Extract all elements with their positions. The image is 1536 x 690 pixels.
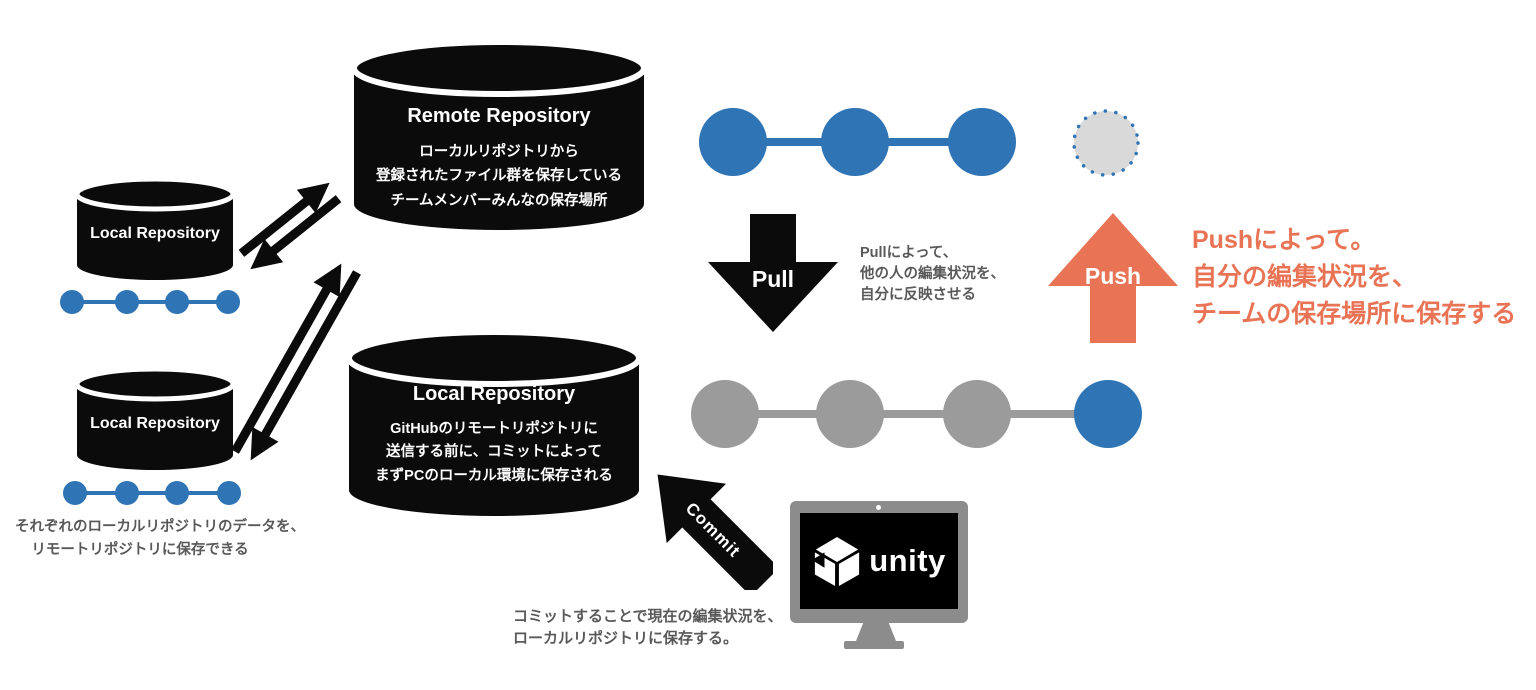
push-caption-line2: 自分の編集状況を、 bbox=[1192, 263, 1418, 291]
cylinder-shape bbox=[75, 367, 235, 470]
cylinder-shape bbox=[346, 330, 642, 516]
push-caption-line1: Pushによって。 bbox=[1192, 226, 1376, 254]
commit-node bbox=[699, 108, 767, 176]
local-repository-main-line3: まずPCのローカル環境に保存される bbox=[375, 468, 613, 484]
monitor-stand-neck bbox=[856, 623, 896, 641]
commit-chain-local-bottom bbox=[63, 481, 241, 505]
commit-arrow: Commit bbox=[657, 474, 773, 590]
commit-chain-local-top bbox=[60, 290, 240, 314]
commit-node bbox=[691, 380, 759, 448]
local-repository-main-title: Local Repository bbox=[412, 383, 576, 405]
push-arrow: Push bbox=[1048, 213, 1178, 343]
commit-node bbox=[115, 290, 139, 314]
push-arrow-label: Push bbox=[1084, 263, 1142, 289]
pull-caption-line1: Pullによって、 bbox=[860, 245, 958, 261]
commit-node bbox=[217, 481, 241, 505]
left-caption: それぞれのローカルリポジトリのデータを、 リモートリポジトリに保存できる bbox=[15, 516, 305, 562]
remote-repository-title: Remote Repository bbox=[407, 105, 591, 127]
unity-cube-icon bbox=[812, 536, 860, 586]
commit-node bbox=[115, 481, 139, 505]
local-repository-bottom-cylinder: Local Repository bbox=[75, 367, 235, 474]
commit-node bbox=[816, 380, 884, 448]
local-repository-top-title: Local Repository bbox=[90, 225, 220, 242]
commit-node bbox=[60, 290, 84, 314]
local-repository-top-cylinder: Local Repository bbox=[75, 177, 235, 284]
pull-arrow: Pull bbox=[708, 214, 838, 332]
monitor-stand-base bbox=[844, 641, 904, 649]
monitor-screen: unity bbox=[800, 513, 958, 609]
left-caption-line2: リモートリポジトリに保存できる bbox=[31, 542, 249, 558]
commit-caption-line2: ローカルリポジトリに保存する。 bbox=[513, 630, 739, 647]
commit-chain-working bbox=[691, 380, 1142, 448]
commit-node bbox=[63, 481, 87, 505]
pull-caption-line3: 自分に反映させる bbox=[860, 287, 976, 303]
local-repository-main-line2: 送信する前に、コミットによって bbox=[386, 444, 602, 460]
down-arrow-icon bbox=[708, 214, 838, 332]
pull-caption: Pullによって、 他の人の編集状況を、 自分に反映させる bbox=[860, 243, 1040, 306]
monitor-camera-dot bbox=[876, 505, 881, 510]
remote-repository-line1: ローカルリポジトリから bbox=[419, 144, 579, 160]
commit-node-latest bbox=[1074, 380, 1142, 448]
unity-wordmark: unity bbox=[869, 543, 946, 578]
push-caption: Pushによって。 自分の編集状況を、 チームの保存場所に保存する bbox=[1192, 222, 1536, 333]
left-caption-line1: それぞれのローカルリポジトリのデータを、 bbox=[15, 519, 305, 535]
commit-node bbox=[165, 290, 189, 314]
remote-repository-line3: チームメンバーみんなの保存場所 bbox=[390, 193, 608, 209]
remote-repository-cylinder: Remote Repository ローカルリポジトリから 登録されたファイル群… bbox=[350, 38, 648, 238]
commit-node bbox=[948, 108, 1016, 176]
commit-chain-remote bbox=[699, 108, 1016, 176]
local-repository-main-line1: GitHubのリモートリポジトリに bbox=[390, 421, 598, 437]
commit-node bbox=[216, 290, 240, 314]
commit-caption: コミットすることで現在の編集状況を、 ローカルリポジトリに保存する。 bbox=[513, 606, 793, 650]
cylinder-shape bbox=[75, 177, 235, 280]
pull-caption-line2: 他の人の編集状況を、 bbox=[860, 266, 1005, 282]
commit-node bbox=[821, 108, 889, 176]
local-repository-main-cylinder: Local Repository GitHubのリモートリポジトリに 送信する前… bbox=[345, 330, 643, 522]
unity-monitor: unity bbox=[790, 501, 968, 651]
commit-caption-line1: コミットすることで現在の編集状況を、 bbox=[513, 608, 783, 625]
local-repository-bottom-title: Local Repository bbox=[90, 415, 220, 432]
commit-node bbox=[165, 481, 189, 505]
push-caption-line3: チームの保存場所に保存する bbox=[1192, 300, 1517, 328]
pending-commit-node bbox=[1072, 109, 1140, 177]
commit-node bbox=[943, 380, 1011, 448]
sync-arrow-top bbox=[238, 182, 342, 270]
remote-repository-line2: 登録されたファイル群を保存している bbox=[375, 168, 623, 184]
sync-arrow-bottom bbox=[231, 263, 361, 461]
pull-arrow-label: Pull bbox=[751, 266, 795, 292]
cylinder-shape bbox=[351, 39, 647, 230]
up-arrow-icon bbox=[1048, 213, 1178, 343]
